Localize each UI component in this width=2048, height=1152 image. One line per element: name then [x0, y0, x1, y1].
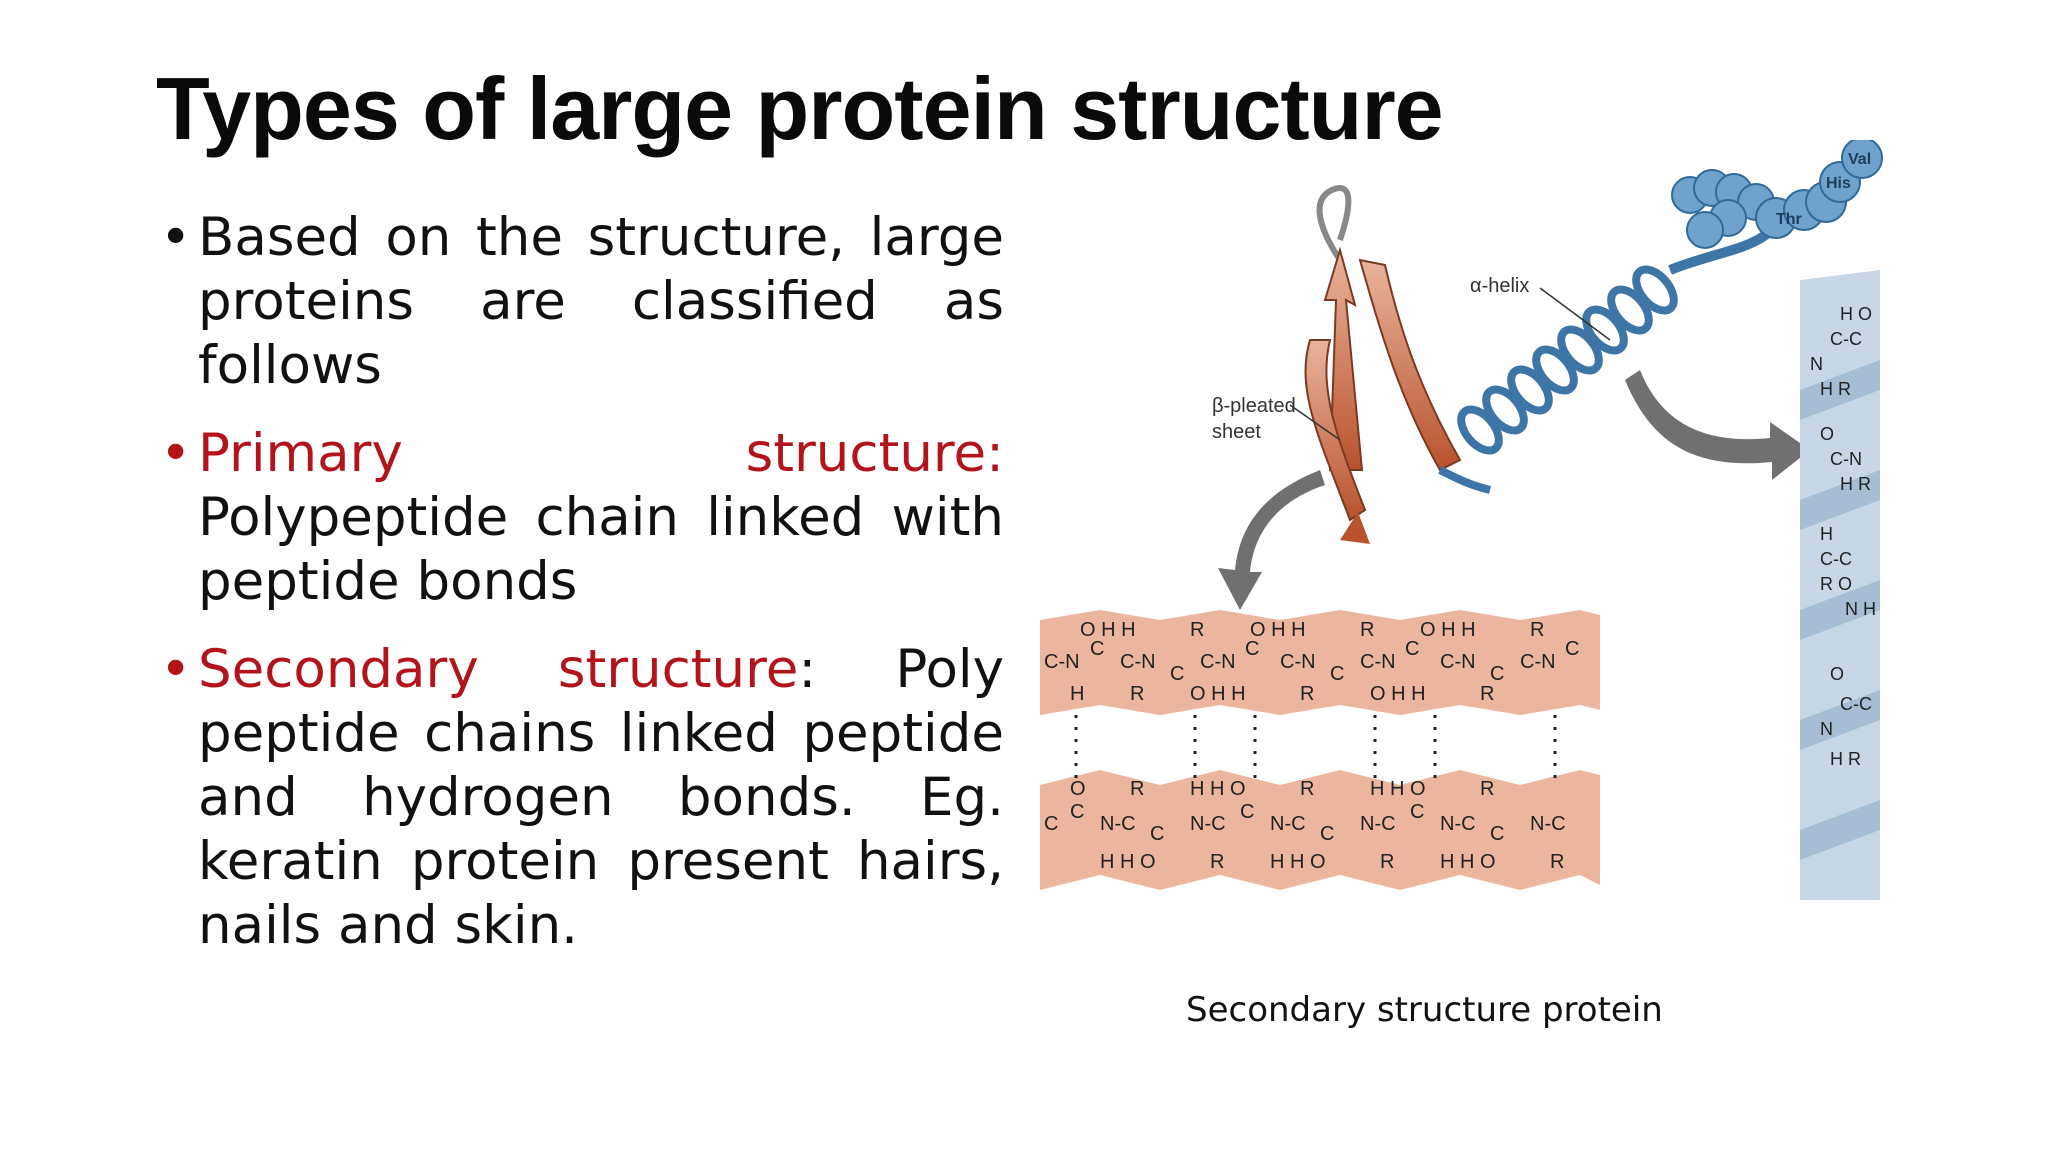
svg-text:N-C: N-C [1190, 813, 1226, 835]
svg-text:C: C [1044, 813, 1058, 835]
svg-text:C-N: C-N [1200, 651, 1236, 673]
slide-title: Types of large protein structure [156, 59, 1444, 158]
svg-text:C: C [1410, 801, 1424, 823]
svg-text:R: R [1210, 851, 1224, 873]
svg-text:C: C [1170, 663, 1184, 685]
svg-text:C-N: C-N [1520, 651, 1556, 673]
beta-sheet-label-line2: sheet [1212, 421, 1261, 443]
svg-text:C-N: C-N [1280, 651, 1316, 673]
amino-acid-label-val: Val [1848, 151, 1871, 168]
svg-text:R: R [1130, 683, 1144, 705]
beta-sheet-chains: C-N C C-N C C-N C C-N C C-N C C-N C C-N C O H H R O … [1040, 610, 1600, 890]
svg-text:N-C: N-C [1100, 813, 1136, 835]
svg-text:O H H: O H H [1250, 619, 1306, 641]
svg-text:N-C: N-C [1360, 813, 1396, 835]
svg-text:H H O: H H O [1440, 851, 1496, 873]
svg-text:C: C [1405, 638, 1419, 660]
svg-text:R: R [1360, 619, 1374, 641]
svg-text:R: R [1480, 683, 1494, 705]
svg-text:R: R [1300, 683, 1314, 705]
bullet-marker: • [160, 207, 192, 268]
svg-text:H H O: H H O [1270, 851, 1326, 873]
svg-text:C-N: C-N [1120, 651, 1156, 673]
amino-acid-beads [1671, 137, 1883, 249]
svg-text:C-N: C-N [1044, 651, 1080, 673]
gray-arrows [1218, 370, 1810, 610]
svg-text:R: R [1380, 851, 1394, 873]
svg-text:C-N: C-N [1830, 449, 1862, 469]
bullet-label-secondary: Secondary structure [198, 639, 799, 700]
svg-text:H O: H O [1840, 304, 1872, 324]
svg-text:C: C [1565, 638, 1579, 660]
svg-text:C: C [1150, 823, 1164, 845]
protein-illustration: Thr His Val α-helix β-pleated sheet C-NC… [1040, 137, 1883, 910]
svg-text:H: H [1820, 524, 1833, 544]
bullet-label-primary: Primary structure: [198, 423, 1004, 484]
svg-text:H H O: H H O [1100, 851, 1156, 873]
bullet-text: Polypeptide chain linked with peptide bo… [198, 487, 1004, 612]
svg-text:C: C [1240, 801, 1254, 823]
svg-text:R: R [1480, 778, 1494, 800]
svg-text:C: C [1245, 638, 1259, 660]
figure-caption: Secondary structure protein [1186, 990, 1663, 1030]
svg-text:O H H: O H H [1420, 619, 1476, 641]
svg-text:C-C: C-C [1830, 329, 1862, 349]
svg-text:R: R [1530, 619, 1544, 641]
svg-text:R: R [1190, 619, 1204, 641]
svg-text:H: H [1070, 683, 1084, 705]
bullet-marker: • [160, 423, 192, 484]
svg-text:N-C: N-C [1440, 813, 1476, 835]
svg-text:H H O: H H O [1370, 778, 1426, 800]
svg-text:R: R [1130, 778, 1144, 800]
beta-sheet-label-line1: β-pleated [1212, 395, 1296, 417]
svg-text:C: C [1090, 638, 1104, 660]
bullet-text: Based on the structure, large proteins a… [198, 207, 1004, 396]
alpha-helix-chemistry: H O C-C N H R O C-N H R H C-C R O N H O C-C N H R [1800, 270, 1880, 910]
svg-text:H R: H R [1820, 379, 1851, 399]
svg-text:N: N [1810, 354, 1823, 374]
bullet-text: : Poly peptide chains linked peptide and… [198, 639, 1004, 956]
svg-text:C: C [1070, 801, 1084, 823]
svg-text:O H H: O H H [1190, 683, 1246, 705]
bullet-list: • Based on the structure, large proteins… [160, 206, 1004, 982]
svg-text:R: R [1300, 778, 1314, 800]
bullet-secondary: • Secondary structure: Poly peptide chai… [160, 638, 1004, 958]
svg-text:R: R [1550, 851, 1564, 873]
svg-text:C: C [1330, 663, 1344, 685]
svg-text:N: N [1820, 719, 1833, 739]
svg-text:O: O [1830, 664, 1844, 684]
bullet-marker: • [160, 639, 192, 700]
svg-text:H R: H R [1830, 749, 1861, 769]
svg-text:N-C: N-C [1530, 813, 1566, 835]
amino-acid-label-his: His [1826, 175, 1851, 192]
svg-text:O H H: O H H [1370, 683, 1426, 705]
svg-text:C-C: C-C [1820, 549, 1852, 569]
svg-text:C: C [1490, 823, 1504, 845]
svg-text:N-C: N-C [1270, 813, 1306, 835]
svg-text:C: C [1490, 663, 1504, 685]
svg-text:C: C [1320, 823, 1334, 845]
amino-acid-label-thr: Thr [1776, 211, 1802, 228]
svg-text:O H H: O H H [1080, 619, 1136, 641]
svg-text:R O: R O [1820, 574, 1852, 594]
svg-text:O: O [1820, 424, 1834, 444]
svg-text:H R: H R [1840, 474, 1871, 494]
svg-text:C-N: C-N [1440, 651, 1476, 673]
bullet-primary: • Primary structure: Polypeptide chain l… [160, 422, 1004, 614]
svg-text:C-C: C-C [1840, 694, 1872, 714]
svg-text:O: O [1070, 778, 1086, 800]
svg-text:C-N: C-N [1360, 651, 1396, 673]
beta-strands [1304, 185, 1462, 544]
svg-text:H H O: H H O [1190, 778, 1246, 800]
alpha-helix-label: α-helix [1470, 275, 1529, 297]
bullet-intro: • Based on the structure, large proteins… [160, 206, 1004, 398]
svg-text:N H: N H [1845, 599, 1876, 619]
